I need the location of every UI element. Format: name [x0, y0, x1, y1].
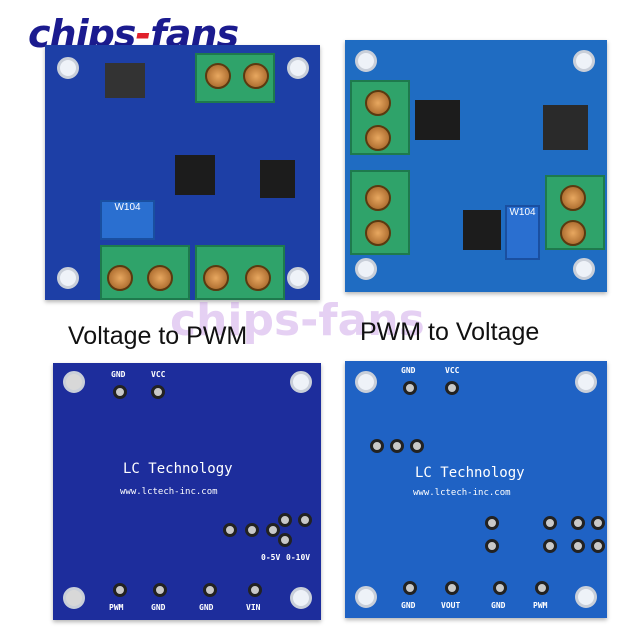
url-text: www.lctech-inc.com	[413, 488, 511, 498]
pin-label-vcc: VCC	[445, 366, 460, 375]
range-label-10v: 0-10V	[286, 553, 311, 562]
pin-label-gnd: GND	[151, 603, 166, 612]
pin-label-pwm: PWM	[533, 601, 548, 610]
caption-voltage-to-pwm: Voltage to PWM	[68, 322, 248, 350]
pin-label-gnd: GND	[491, 601, 506, 610]
pin-label-gnd: GND	[111, 370, 126, 379]
range-label-5v: 0-5V	[261, 553, 281, 562]
pin-label-gnd: GND	[401, 366, 416, 375]
pin-label-vout: VOUT	[441, 601, 461, 610]
pwm-to-voltage-board-bottom: GND VCC LC Technology www.lctech-inc.com…	[345, 361, 607, 618]
pin-label-vcc: VCC	[151, 370, 166, 379]
voltage-to-pwm-board-bottom: GND VCC LC Technology www.lctech-inc.com…	[53, 363, 321, 620]
pin-label-pwm: PWM	[109, 603, 124, 612]
watermark: chips-fans	[170, 295, 425, 346]
pin-label-gnd: GND	[401, 601, 416, 610]
pwm-to-voltage-board-top: W104	[345, 40, 607, 292]
pin-label-gnd: GND	[199, 603, 214, 612]
pin-label-vin: VIN	[246, 603, 261, 612]
pot-label: W104	[509, 207, 536, 218]
brand-text: LC Technology	[415, 465, 525, 481]
url-text: www.lctech-inc.com	[120, 487, 218, 497]
brand-text: LC Technology	[123, 461, 233, 477]
potentiometer[interactable]: W104	[505, 205, 540, 260]
voltage-to-pwm-board-top: W104	[45, 45, 320, 300]
potentiometer[interactable]: W104	[100, 200, 155, 240]
caption-pwm-to-voltage: PWM to Voltage	[360, 318, 540, 346]
pot-label: W104	[114, 202, 141, 213]
